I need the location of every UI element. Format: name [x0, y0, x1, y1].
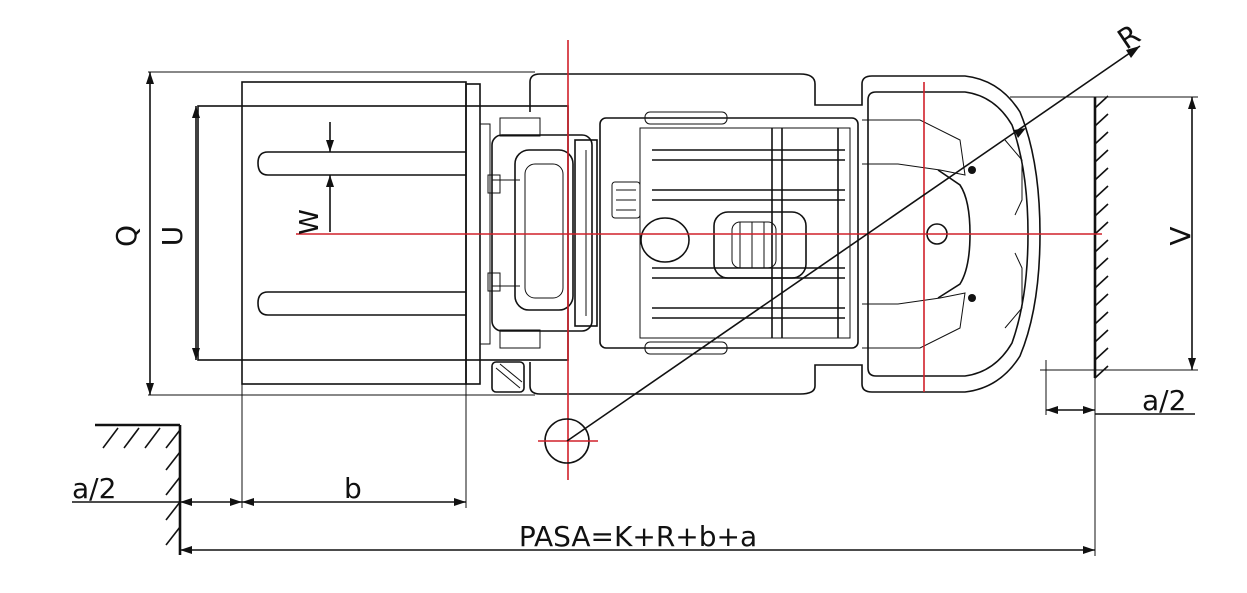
label-u: U [156, 226, 189, 247]
forks [257, 151, 466, 316]
dimension-v [1010, 96, 1198, 371]
label-w: W [295, 209, 325, 235]
right-wall [1093, 95, 1109, 379]
label-pasa-formula: PASA=K+R+b+a [519, 520, 757, 553]
truck-body [529, 73, 1041, 395]
turning-radius [538, 45, 1141, 464]
label-q: Q [110, 225, 143, 247]
dimension-a-half-right [1045, 360, 1195, 415]
dimension-pasa [180, 378, 1096, 556]
dimension-a-half-left [72, 498, 242, 506]
dimension-u [192, 106, 200, 360]
dimension-b [241, 384, 467, 508]
label-a-half-right: a/2 [1142, 384, 1186, 417]
label-b: b [344, 472, 362, 505]
left-wall [95, 423, 182, 555]
mast-assembly [487, 117, 598, 393]
dimension-q [146, 71, 535, 396]
label-r: R [1112, 18, 1147, 56]
label-a-half-left: a/2 [72, 472, 116, 505]
centerlines [296, 40, 1102, 480]
label-v: V [1164, 226, 1197, 245]
pallet-load [197, 81, 569, 385]
dimension-w [326, 122, 334, 232]
